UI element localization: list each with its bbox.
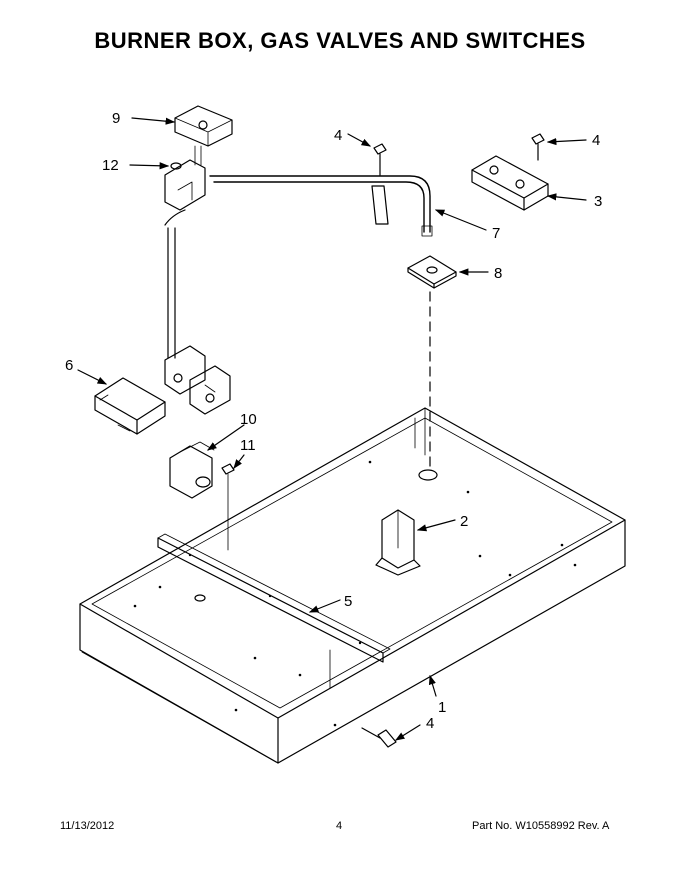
- switch-part-9: [174, 105, 233, 166]
- callout-6: 6: [65, 357, 73, 374]
- clip-part-4: [371, 185, 389, 225]
- cross-rail-part-5: [157, 533, 391, 689]
- callout-4-bottom: 4: [426, 715, 434, 732]
- callout-5: 5: [344, 593, 352, 610]
- footer-page-number: 4: [336, 820, 343, 832]
- screw-part-11: [221, 463, 235, 551]
- callout-1: 1: [438, 699, 446, 716]
- screw-part-4-bottom: [361, 727, 397, 748]
- callout-3: 3: [594, 193, 602, 210]
- screw-part-4-right: [531, 133, 545, 161]
- screw-part-4-top: [373, 143, 387, 176]
- callout-4-right: 4: [592, 132, 600, 149]
- callout-9: 9: [112, 110, 120, 127]
- washer-part-12: [170, 162, 182, 170]
- regulator-part-10: [169, 441, 215, 499]
- gas-manifold-part-7: [164, 159, 433, 415]
- callout-8: 8: [494, 265, 502, 282]
- callout-11: 11: [240, 437, 256, 454]
- leader-lines: [77, 117, 587, 741]
- callout-4-top: 4: [334, 127, 342, 144]
- burner-box: [79, 407, 626, 764]
- shield-part-6: [94, 377, 166, 435]
- bracket-part-2: [375, 509, 421, 576]
- spark-module-part-3: [471, 155, 549, 211]
- plate-part-8: [407, 255, 457, 289]
- callout-10: 10: [240, 411, 257, 428]
- callout-7: 7: [492, 225, 500, 242]
- footer-date: 11/13/2012: [60, 820, 115, 832]
- footer-part-number: Part No. W10558992 Rev. A: [472, 820, 610, 832]
- callout-2: 2: [460, 513, 468, 530]
- page-title: BURNER BOX, GAS VALVES AND SWITCHES: [94, 28, 586, 53]
- callout-12: 12: [102, 157, 119, 174]
